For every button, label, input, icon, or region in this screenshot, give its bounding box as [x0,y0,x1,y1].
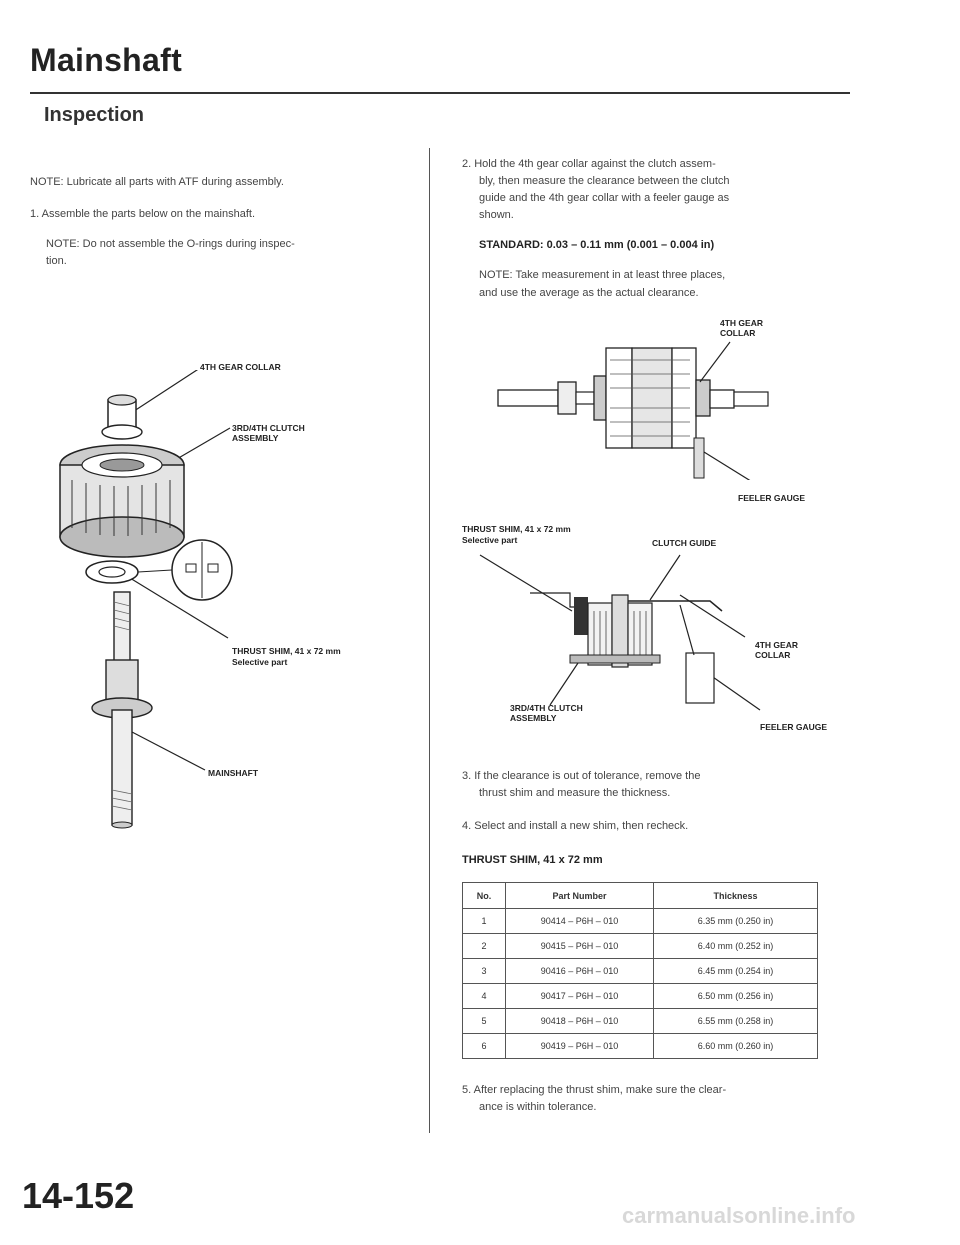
table-row: 5 90418 – P6H – 010 6.55 mm (0.258 in) [462,1008,818,1034]
label-thrust-shim-sub: Selective part [232,657,288,667]
clearance-measurement-illustration [497,341,769,480]
label-4th-gear-collar-top-line1: 4TH GEAR [720,318,763,328]
note-lubricate: NOTE: Lubricate all parts with ATF durin… [30,176,284,188]
header-no: No. [462,882,506,909]
label-clutch-assembly-line2: ASSEMBLY [232,433,279,443]
label-feeler-gauge-bottom: FEELER GAUGE [760,722,828,732]
cell-thickness: 6.45 mm (0.254 in) [653,958,818,984]
table-row: 6 90419 – P6H – 010 6.60 mm (0.260 in) [462,1033,818,1059]
title-rule [30,92,850,94]
thrust-shim-table: No. Part Number Thickness 1 90414 – P6H … [462,882,818,1059]
label-4th-gear-collar-top-line2: COLLAR [720,328,756,338]
cell-no: 1 [462,908,506,934]
label-thrust-shim-right: THRUST SHIM, 41 x 72 mm [462,524,571,534]
label-clutch-assembly-line1: 3RD/4TH CLUTCH [232,423,305,433]
cell-thickness: 6.35 mm (0.250 in) [653,908,818,934]
cell-part-number: 90414 – P6H – 010 [505,908,654,934]
label-mainshaft: MAINSHAFT [208,768,259,778]
step-2-line4: shown. [479,209,514,221]
note-orings-line2: tion. [46,255,67,267]
label-clutch-guide: CLUTCH GUIDE [652,538,717,548]
step-4: 4. Select and install a new shim, then r… [462,820,689,832]
note-measurement-line1: NOTE: Take measurement in at least three… [479,269,726,281]
cell-no: 2 [462,933,506,959]
table-header-row: No. Part Number Thickness [462,882,818,909]
cell-part-number: 90419 – P6H – 010 [505,1033,654,1059]
section-heading: Inspection [44,104,145,126]
cell-no: 4 [462,983,506,1009]
note-orings-line1: NOTE: Do not assemble the O-rings during… [46,238,295,250]
step-3-line2: thrust shim and measure the thickness. [479,787,671,799]
step-5-line2: ance is within tolerance. [479,1101,597,1113]
step-1: 1. Assemble the parts below on the mains… [30,208,256,220]
cell-no: 5 [462,1008,506,1034]
clearance-section-illustration [479,554,761,711]
cell-thickness: 6.60 mm (0.260 in) [653,1033,818,1059]
label-thrust-shim: THRUST SHIM, 41 x 72 mm [232,646,341,656]
header-part-number: Part Number [505,882,654,909]
step-5-line1: 5. After replacing the thrust shim, make… [462,1084,727,1096]
table-row: 1 90414 – P6H – 010 6.35 mm (0.250 in) [462,908,818,934]
cell-part-number: 90417 – P6H – 010 [505,983,654,1009]
page-number: 14-152 [22,1175,135,1216]
step-2-line3: guide and the 4th gear collar with a fee… [479,192,730,204]
column-divider [429,148,430,1133]
cell-part-number: 90416 – P6H – 010 [505,958,654,984]
cell-thickness: 6.50 mm (0.256 in) [653,983,818,1009]
cell-part-number: 90415 – P6H – 010 [505,933,654,959]
page-title: Mainshaft [30,42,183,78]
label-4th-gear-collar-bottom-line2: COLLAR [755,650,791,660]
step-3-line1: 3. If the clearance is out of tolerance,… [462,770,701,782]
step-2-line1: 2. Hold the 4th gear collar against the … [462,158,716,170]
step-2-line2: bly, then measure the clearance between … [479,175,730,187]
label-4th-gear-collar-bottom-line1: 4TH GEAR [755,640,798,650]
table-row: 2 90415 – P6H – 010 6.40 mm (0.252 in) [462,933,818,959]
label-thrust-shim-right-sub: Selective part [462,535,518,545]
label-clutch-assembly-right-line2: ASSEMBLY [510,713,557,723]
watermark: carmanualsonline.info [622,1203,856,1228]
header-thickness: Thickness [653,882,818,909]
mainshaft-exploded-illustration [59,370,233,829]
table-row: 3 90416 – P6H – 010 6.45 mm (0.254 in) [462,958,818,984]
table-row: 4 90417 – P6H – 010 6.50 mm (0.256 in) [462,983,818,1009]
cell-thickness: 6.55 mm (0.258 in) [653,1008,818,1034]
note-measurement-line2: and use the average as the actual cleara… [479,287,699,299]
table-title: THRUST SHIM, 41 x 72 mm [462,854,603,866]
cell-no: 3 [462,958,506,984]
cell-no: 6 [462,1033,506,1059]
cell-part-number: 90418 – P6H – 010 [505,1008,654,1034]
label-feeler-gauge-top: FEELER GAUGE [738,493,806,503]
standard-clearance: STANDARD: 0.03 – 0.11 mm (0.001 – 0.004 … [479,239,715,251]
cell-thickness: 6.40 mm (0.252 in) [653,933,818,959]
label-clutch-assembly-right-line1: 3RD/4TH CLUTCH [510,703,583,713]
label-4th-gear-collar: 4TH GEAR COLLAR [200,362,281,372]
